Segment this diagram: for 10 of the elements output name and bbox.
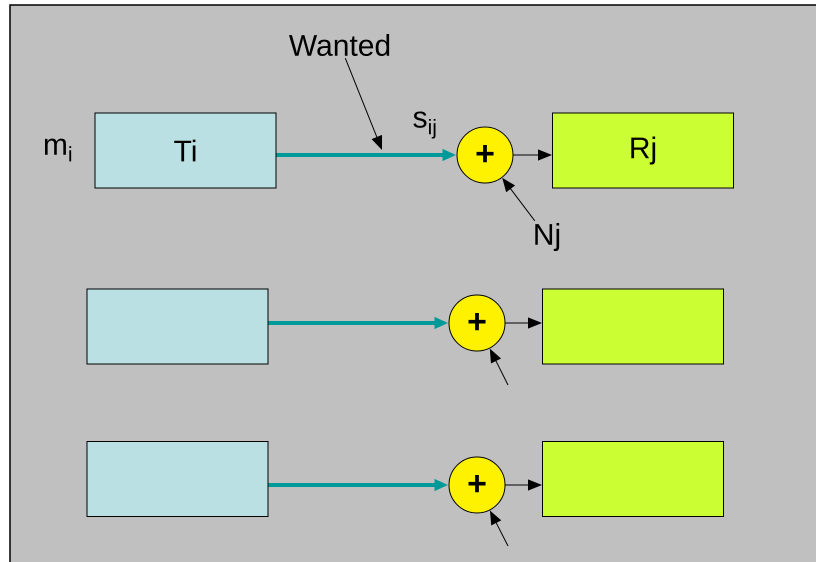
transmitter-box <box>86 288 268 364</box>
transmitter-box <box>86 441 268 517</box>
edge-label: s$_{ij}$ <box>413 111 436 139</box>
node-label: Nj <box>535 223 560 251</box>
receiver-box <box>542 288 724 364</box>
receiver-box: Rj <box>552 112 734 188</box>
node-label: Wanted <box>289 34 390 56</box>
transmitter-box: Ti <box>94 112 276 188</box>
signal-label: m$_{i}$ <box>44 138 72 162</box>
receiver-box <box>542 441 724 517</box>
